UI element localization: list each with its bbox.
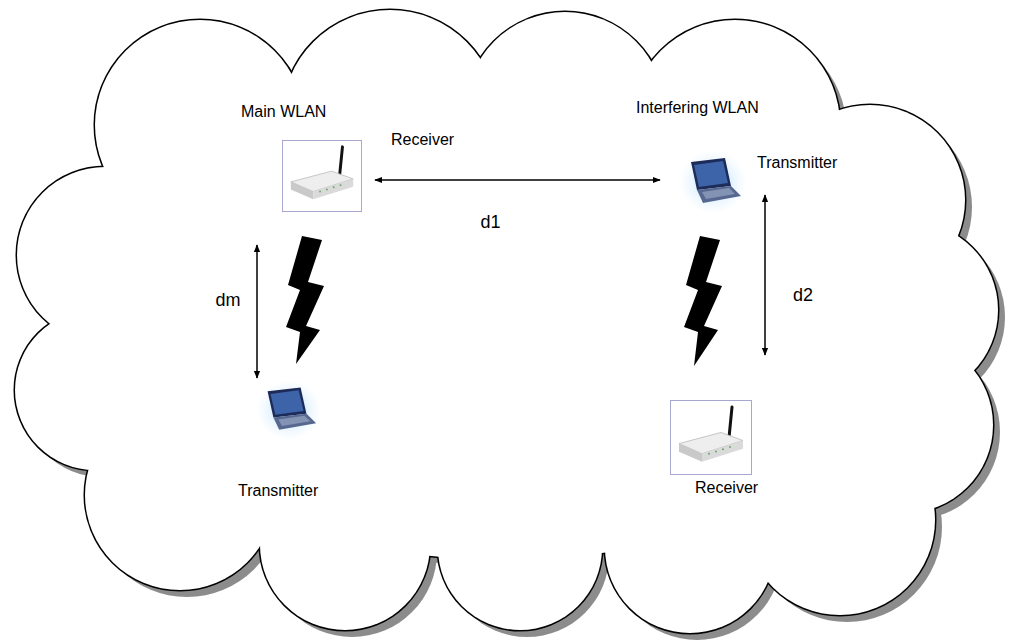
- router-icon: [283, 141, 361, 211]
- lightning-bolt: [684, 236, 722, 366]
- laptop-node: Transmitter: [252, 378, 322, 442]
- network-title: Interfering WLAN: [636, 99, 759, 117]
- device-role: Receiver: [695, 479, 758, 497]
- router-led: [326, 188, 328, 190]
- laptop-keyboard: [278, 416, 310, 426]
- distance-label: d2: [793, 285, 813, 306]
- laptop-keyboard: [702, 188, 735, 199]
- distance-arrow: [764, 195, 766, 355]
- router-node: Receiver: [670, 400, 752, 475]
- cloud-outline: [15, 10, 998, 633]
- laptop-base: [697, 186, 741, 203]
- router-side: [679, 444, 702, 462]
- router-led: [708, 453, 710, 455]
- router-icon: [671, 401, 751, 474]
- router-led: [729, 446, 731, 448]
- laptop-screen: [694, 161, 728, 187]
- router-front: [702, 441, 743, 462]
- device-role: Transmitter: [757, 154, 837, 172]
- laptop-screen: [270, 390, 303, 414]
- laptop-icon: [252, 378, 322, 442]
- device-role: Transmitter: [238, 482, 318, 500]
- router-side: [291, 182, 313, 200]
- router-led: [722, 448, 724, 450]
- router-front: [313, 179, 353, 199]
- router-node: Main WLANReceiver: [282, 140, 362, 212]
- laptop-node: Interfering WLANTransmitter: [675, 148, 747, 216]
- laptop-base: [273, 414, 316, 430]
- cloud-fill: [15, 10, 998, 633]
- lightning-bolt: [286, 236, 324, 364]
- router-led: [340, 184, 342, 186]
- router-antenna: [729, 407, 732, 437]
- laptop-glow: [679, 150, 747, 214]
- network-title: Main WLAN: [241, 103, 326, 121]
- laptop-icon: [675, 148, 747, 216]
- device-role: Receiver: [391, 131, 454, 149]
- laptop-screen-frame: [268, 387, 307, 417]
- distance-arrow: [375, 179, 660, 181]
- laptop-screen-frame: [691, 158, 731, 190]
- router-led: [715, 450, 717, 452]
- router-led: [333, 186, 335, 188]
- laptop-glow: [256, 380, 322, 440]
- distance-label: dm: [215, 290, 240, 311]
- router-antenna: [340, 147, 343, 176]
- distance-arrow: [256, 245, 258, 378]
- router-led: [319, 191, 321, 193]
- distance-label: d1: [480, 212, 500, 233]
